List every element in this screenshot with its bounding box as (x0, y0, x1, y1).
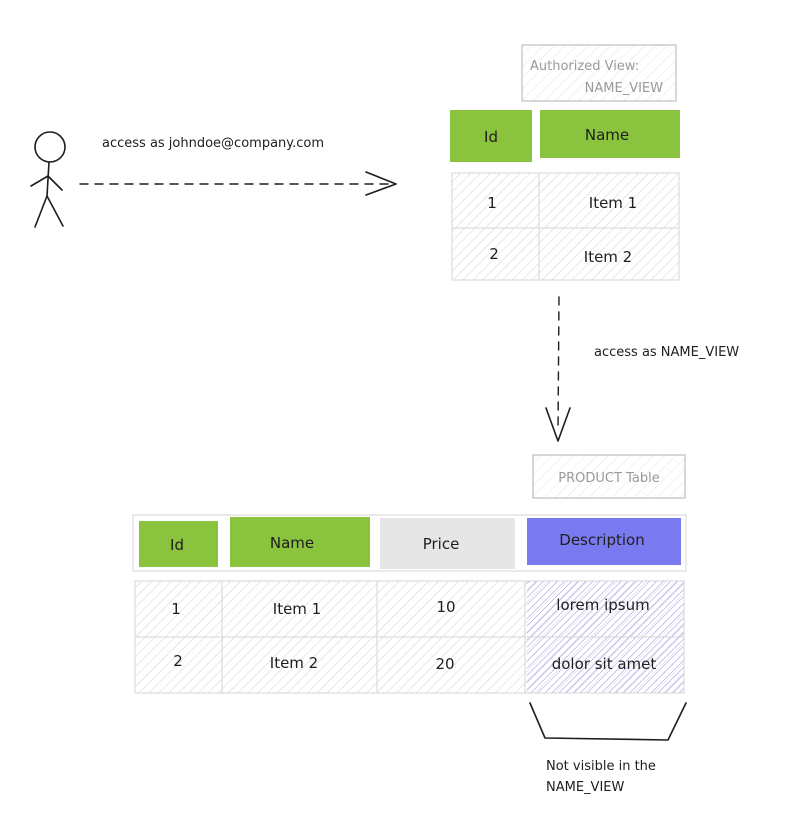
view-header-name: Name (585, 126, 629, 144)
table-row: 2 Item 2 20 dolor sit amet (173, 652, 656, 673)
product-header-price: Price (423, 535, 460, 553)
product-table-caption: PRODUCT Table (532, 454, 686, 499)
product-header-id: Id (170, 536, 184, 554)
table-row: 1 Item 1 10 lorem ipsum (171, 596, 649, 618)
product-header-id-cell (139, 521, 218, 567)
view-access-arrow (545, 296, 571, 442)
product-row2-price: 20 (435, 655, 454, 673)
note-line2: NAME_VIEW (546, 780, 624, 795)
user-access-label: access as johndoe@company.com (102, 136, 324, 151)
view-row2-name: Item 2 (584, 248, 632, 266)
authorized-view-caption: Authorized View: NAME_VIEW (521, 44, 677, 102)
stick-figure-icon (30, 131, 66, 228)
product-row1-id: 1 (171, 600, 181, 618)
user-access-arrow (79, 171, 397, 196)
product-header-description: Description (559, 531, 644, 549)
product-table: Id Name Price Description 1 Item 1 10 lo… (132, 514, 687, 694)
view-access-label: access as NAME_VIEW (594, 345, 739, 360)
product-row1-description: lorem ipsum (556, 596, 649, 614)
authorized-view-caption-line1: Authorized View: (530, 59, 639, 74)
product-header-description-cell (527, 518, 681, 565)
view-row1-name: Item 1 (589, 194, 637, 212)
view-row2-id: 2 (489, 245, 499, 263)
authorized-view-table: Id Name 1 Item 1 2 Item 2 (450, 110, 680, 281)
product-row2-name: Item 2 (270, 654, 318, 672)
note-line1: Not visible in the (546, 759, 656, 774)
product-header-price-cell (380, 518, 515, 569)
product-row1-name: Item 1 (273, 600, 321, 618)
product-row2-description: dolor sit amet (552, 655, 657, 673)
authorized-view-caption-line2: NAME_VIEW (585, 81, 663, 96)
table-row: 1 Item 1 (487, 194, 637, 212)
product-header-name: Name (270, 534, 314, 552)
view-header-id-cell (450, 110, 532, 162)
description-bracket (529, 702, 687, 741)
view-header-id: Id (484, 128, 498, 146)
product-table-caption-text: PRODUCT Table (558, 471, 659, 486)
product-row1-price: 10 (436, 598, 455, 616)
product-row2-id: 2 (173, 652, 183, 670)
product-header-name-cell (230, 517, 370, 567)
table-row: 2 Item 2 (489, 245, 632, 266)
view-row1-id: 1 (487, 194, 497, 212)
view-header-name-cell (540, 110, 680, 158)
